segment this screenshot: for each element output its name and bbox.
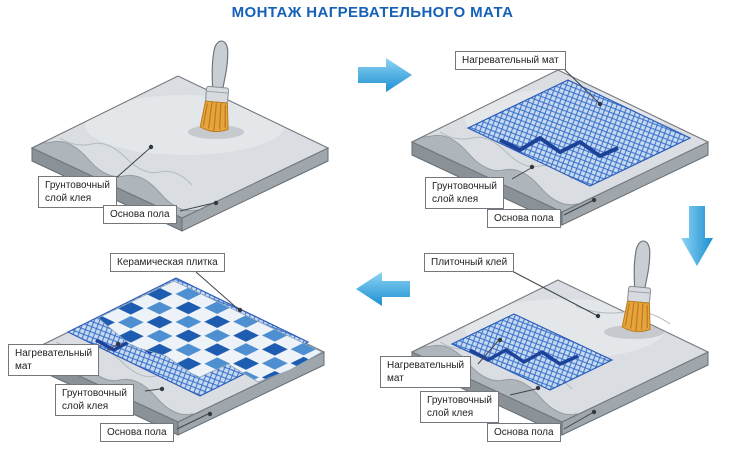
step2-illustration <box>396 14 740 225</box>
label-primer-layer: Грунтовочный слой клея <box>420 391 499 423</box>
label-heating-mat: Нагревательный мат <box>455 51 566 70</box>
label-floor-base: Основа пола <box>100 423 174 442</box>
paintbrush-icon <box>621 239 659 334</box>
label-heating-mat: Нагревательный мат <box>380 356 472 388</box>
arrow-down-icon <box>681 206 713 266</box>
arrow-left-icon <box>356 272 410 306</box>
mat-cable <box>469 348 579 366</box>
page-title: МОНТАЖ НАГРЕВАТЕЛЬНОГО МАТА <box>231 4 514 21</box>
label-floor-base: Основа пола <box>487 423 561 442</box>
label-heating-mat: Нагревательный мат <box>8 344 100 376</box>
label-floor-base: Основа пола <box>103 205 177 224</box>
arrow-right-icon <box>358 58 412 92</box>
glue-contour <box>575 305 671 325</box>
ceramic-tiles-illustration <box>97 280 323 383</box>
heating-mat-illustration <box>466 79 692 187</box>
label-primer-layer: Грунтовочный слой клея <box>38 176 117 208</box>
label-floor-base: Основа пола <box>487 209 561 228</box>
step4-illustration <box>12 224 356 435</box>
step3-illustration <box>396 224 740 435</box>
heating-mat-illustration <box>450 313 614 391</box>
label-ceramic-tile: Керамическая плитка <box>110 253 225 272</box>
label-tile-glue: Плиточный клей <box>424 253 515 272</box>
label-primer-layer: Грунтовочный слой клея <box>425 177 504 209</box>
mat-cable <box>499 136 619 158</box>
step1-illustration <box>16 20 360 231</box>
label-primer-layer: Грунтовочный слой клея <box>55 384 134 416</box>
leader-dots <box>115 101 603 417</box>
leader-lines <box>105 69 600 430</box>
